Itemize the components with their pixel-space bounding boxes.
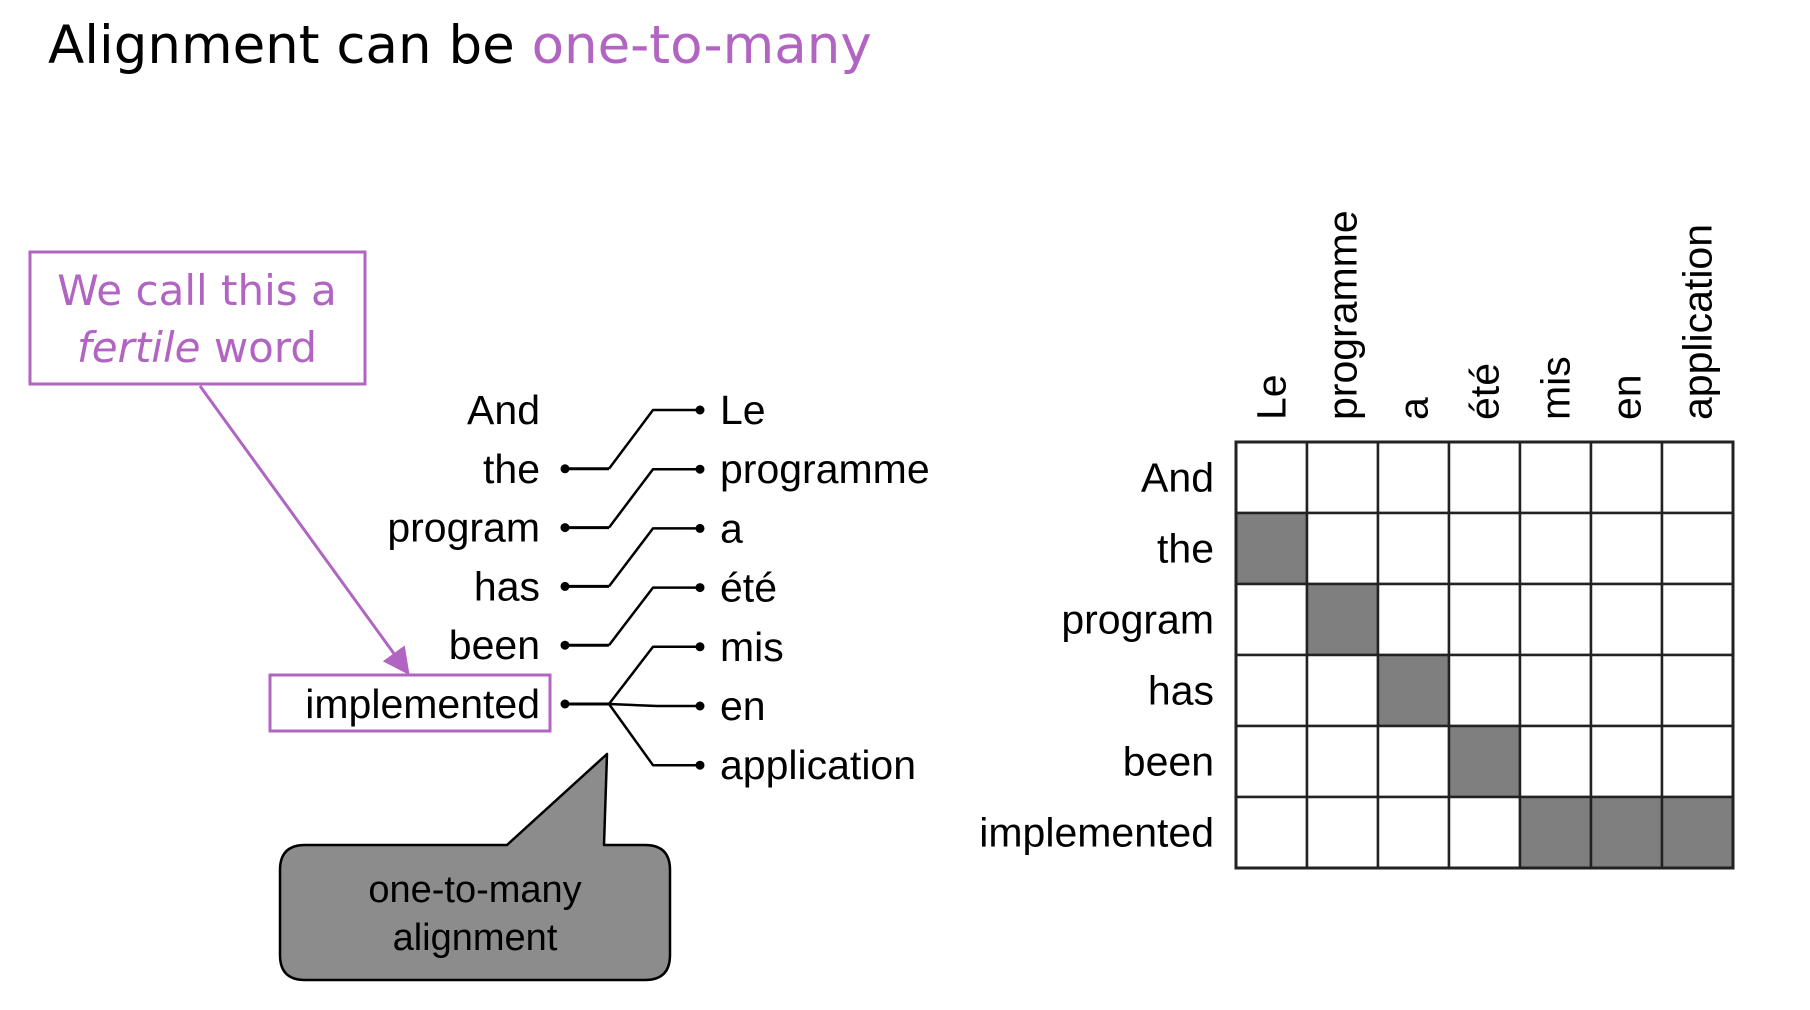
speech-bubble-line2: alignment: [393, 917, 558, 959]
matrix-cell: [1518, 440, 1593, 515]
matrix-cell: [1589, 653, 1664, 728]
matrix-col-label-programme: programme: [1320, 210, 1366, 420]
alignment-link: [608, 586, 700, 646]
target-word-le: Le: [720, 387, 766, 433]
matrix-cell: [1447, 511, 1522, 586]
matrix-cell: [1376, 724, 1451, 799]
fertile-callout-box: [28, 250, 367, 386]
matrix-cell: [1589, 440, 1664, 515]
target-word-a: a: [720, 505, 743, 551]
source-word-the: the: [483, 446, 540, 492]
word-alignment: And the program has been implemented Le program…: [268, 387, 930, 788]
matrix-cell: [1660, 440, 1735, 515]
matrix-cell: [1447, 440, 1522, 515]
target-word-mis: mis: [720, 624, 784, 670]
source-word-and: And: [467, 387, 540, 433]
matrix-col-label-été: été: [1462, 363, 1508, 420]
matrix-row-label-program: program: [1061, 597, 1214, 643]
fertile-callout-line2: fertile word: [77, 323, 317, 372]
alignment-link: [608, 645, 700, 705]
speech-bubble-shape: [278, 752, 672, 982]
target-word-été: été: [720, 565, 777, 611]
matrix-row-label-and: And: [1141, 455, 1214, 501]
matrix-cell: [1234, 724, 1309, 799]
matrix-cell: [1518, 582, 1593, 657]
matrix-cell: [1234, 795, 1309, 870]
matrix-cell: [1234, 582, 1309, 657]
alignment-matrix: And the program has been implemented Le program…: [979, 210, 1735, 870]
one-to-many-bubble: one-to-many alignment: [278, 752, 672, 982]
matrix-cell: [1518, 653, 1593, 728]
matrix-cell: [1305, 511, 1380, 586]
matrix-row-label-has: has: [1148, 668, 1214, 714]
matrix-cell: [1589, 724, 1664, 799]
alignment-link: [607, 703, 700, 767]
matrix-cell: [1305, 440, 1380, 515]
matrix-cell-aligned: [1447, 724, 1522, 799]
source-word-program: program: [387, 505, 540, 551]
alignment-link: [608, 527, 700, 588]
matrix-cell: [1305, 653, 1380, 728]
matrix-col-label-application: application: [1675, 224, 1721, 420]
alignment-link: [607, 408, 700, 470]
matrix-cell: [1376, 511, 1451, 586]
matrix-cell: [1660, 724, 1735, 799]
matrix-cell: [1234, 653, 1309, 728]
matrix-row-label-implemented: implemented: [979, 810, 1214, 856]
speech-bubble-line1: one-to-many: [368, 869, 581, 911]
fertile-word-highlight-box: [268, 673, 552, 733]
source-word-implemented: implemented: [305, 681, 540, 727]
matrix-cell: [1518, 724, 1593, 799]
alignment-link: [608, 702, 700, 708]
matrix-row-label-been: been: [1123, 739, 1214, 785]
matrix-cell: [1518, 511, 1593, 586]
matrix-cell: [1589, 511, 1664, 586]
matrix-col-label-le: Le: [1249, 374, 1295, 420]
fertile-callout-arrow: [198, 385, 410, 676]
fertile-callout-line1: We call this a: [57, 266, 337, 315]
matrix-cell-aligned: [1660, 795, 1735, 870]
alignment-link: [608, 467, 700, 529]
matrix-cell: [1660, 511, 1735, 586]
target-word-programme: programme: [720, 446, 930, 492]
matrix-cell-aligned: [1589, 795, 1664, 870]
matrix-cell-aligned: [1376, 653, 1451, 728]
matrix-border: [1234, 440, 1735, 870]
title-highlight: one-to-many: [531, 15, 872, 76]
matrix-cell: [1376, 795, 1451, 870]
matrix-cell-aligned: [1234, 511, 1309, 586]
fertile-callout: We call this a fertile word: [28, 250, 410, 676]
slide-title: Alignment can be one-to-many: [48, 14, 872, 78]
target-word-en: en: [720, 683, 766, 729]
matrix-cell: [1447, 582, 1522, 657]
matrix-cell: [1447, 653, 1522, 728]
matrix-cell: [1376, 582, 1451, 657]
matrix-cell: [1305, 795, 1380, 870]
matrix-cell: [1376, 440, 1451, 515]
matrix-cell: [1660, 582, 1735, 657]
source-word-been: been: [449, 622, 540, 668]
source-word-has: has: [474, 563, 540, 609]
matrix-cell: [1589, 582, 1664, 657]
matrix-col-label-mis: mis: [1533, 356, 1579, 420]
title-prefix: Alignment can be: [48, 15, 532, 76]
target-word-application: application: [720, 742, 916, 788]
matrix-row-label-the: the: [1157, 526, 1214, 572]
matrix-cell: [1660, 653, 1735, 728]
matrix-col-label-a: a: [1391, 397, 1437, 420]
matrix-cell-aligned: [1518, 795, 1593, 870]
matrix-cell: [1447, 795, 1522, 870]
matrix-col-label-en: en: [1604, 374, 1650, 420]
fertile-word-italic: fertile: [77, 323, 201, 372]
matrix-cell: [1305, 724, 1380, 799]
fertile-word-rest: word: [200, 323, 317, 372]
matrix-cell: [1234, 440, 1309, 515]
matrix-cell-aligned: [1305, 582, 1380, 657]
